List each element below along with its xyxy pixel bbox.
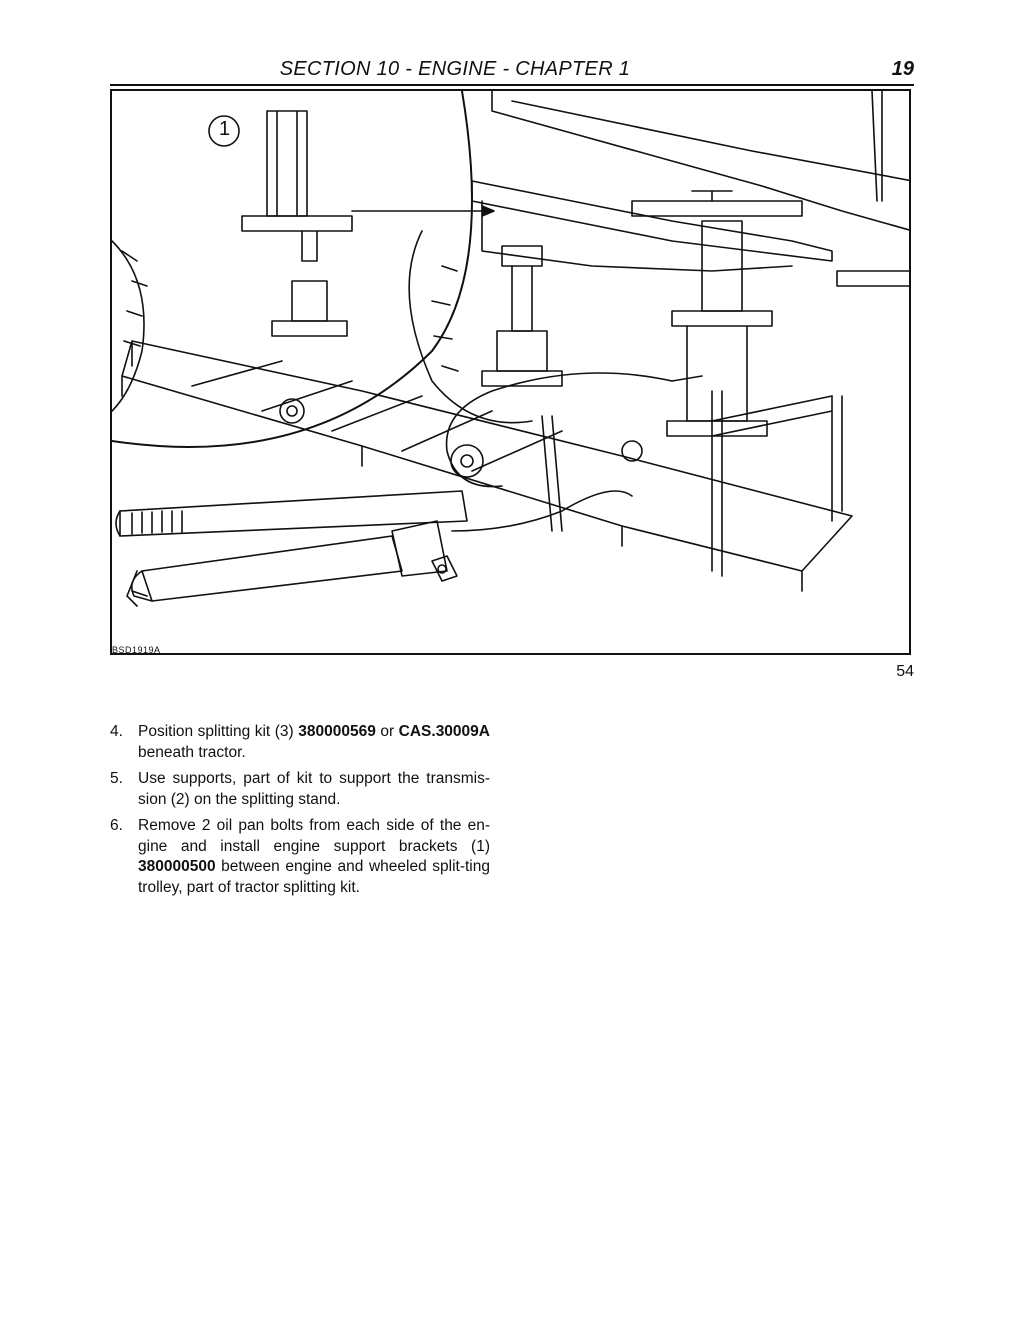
step-text: Use supports, part of kit to support the…	[138, 770, 490, 808]
callout-number: 1	[218, 118, 231, 140]
part-number: CAS.30009A	[398, 723, 490, 740]
list-item: 4. Position splitting kit (3) 380000569 …	[110, 722, 490, 763]
step-text: Position splitting kit (3)	[138, 723, 299, 740]
figure-illustration: 1	[110, 89, 911, 655]
section-title: SECTION 10 - ENGINE - CHAPTER 1	[279, 58, 631, 80]
step-text: beneath tractor.	[138, 743, 246, 761]
list-item: 5. Use supports, part of kit to support …	[110, 769, 490, 810]
step-text: Remove 2 oil pan bolts from each side of…	[138, 817, 490, 855]
part-number: 380000500	[138, 858, 216, 875]
instruction-steps: 4. Position splitting kit (3) 380000569 …	[110, 722, 490, 904]
header-rule	[110, 84, 914, 86]
list-item: 6. Remove 2 oil pan bolts from each side…	[110, 816, 490, 898]
tractor-splitting-illustration	[112, 91, 909, 607]
figure-code: BSD1919A	[112, 645, 161, 655]
page-number: 19	[891, 58, 914, 80]
step-number: 5.	[110, 770, 123, 787]
step-text: or	[375, 723, 399, 740]
figure-number: 54	[896, 663, 914, 680]
step-text: between engine and wheeled split-ting tr…	[138, 858, 490, 896]
step-number: 4.	[110, 723, 123, 740]
part-number: 380000569	[298, 723, 376, 740]
step-number: 6.	[110, 817, 123, 834]
